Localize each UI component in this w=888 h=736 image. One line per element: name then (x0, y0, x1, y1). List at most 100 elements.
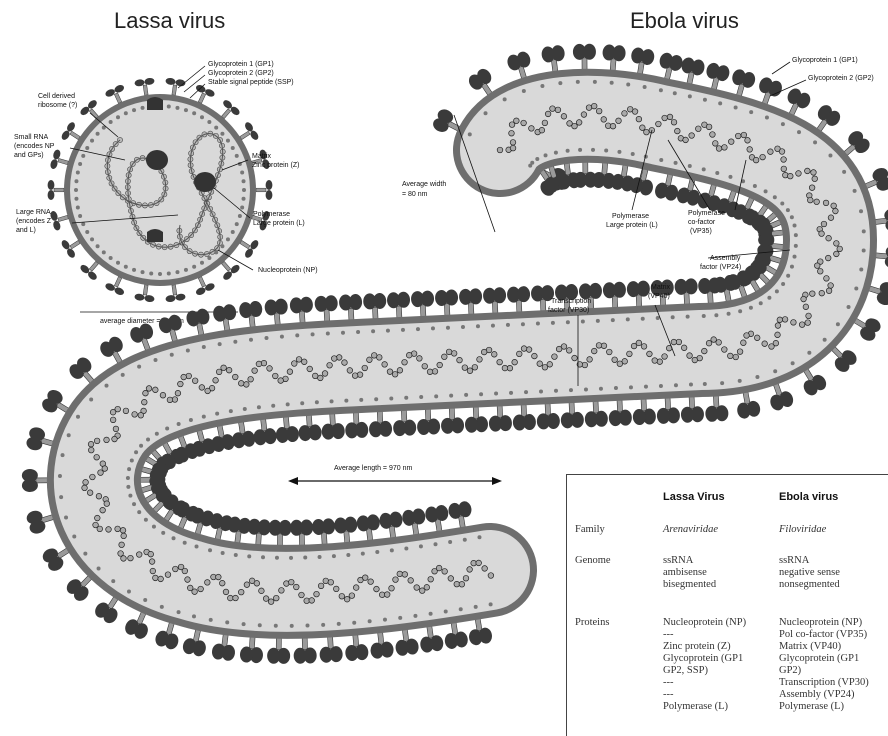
lassa-glycoprotein-spike (48, 180, 64, 200)
ebola-np-bead (362, 575, 368, 581)
ebola-np-bead (314, 591, 320, 597)
ebola-length-label: Average length = 970 nm (334, 465, 412, 472)
ebola-np-bead (675, 128, 681, 134)
ebola-matrix-dot (444, 610, 448, 614)
ebola-np-bead (610, 123, 616, 129)
ebola-glycoprotein-spike (290, 519, 314, 546)
ebola-np-bead (711, 337, 717, 343)
ebola-np-bead (591, 103, 597, 109)
ebola-matrix-dot (786, 208, 790, 212)
ebola-glycoprotein-spike (584, 400, 608, 427)
ebola-matrix-dot (793, 223, 797, 227)
ebola-np-bead (327, 362, 333, 368)
table-cell-lassa-genome: ssRNA ambisense bisegmented (663, 555, 716, 591)
matrix-dot (96, 132, 100, 136)
ebola-np-bead (809, 185, 815, 191)
ebola-matrix-dot (265, 336, 269, 340)
ebola-np-bead (760, 154, 766, 160)
matrix-dot (175, 106, 179, 110)
ebola-matrix-dot (330, 399, 334, 403)
ebola-matrix-dot (674, 161, 678, 165)
matrix-dot (78, 162, 82, 166)
ebola-np-bead (148, 551, 154, 557)
ebola-matrix-dot (738, 379, 742, 383)
ebola-np-bead (744, 333, 750, 339)
ebola-np-bead (384, 592, 390, 598)
table-header-lassa: Lassa Virus (663, 491, 725, 503)
ebola-np-bead (716, 340, 722, 346)
ebola-matrix-dot (356, 330, 360, 334)
ebola-matrix-dot (290, 624, 294, 628)
ebola-matrix-dot (566, 320, 570, 324)
ebola-np-bead (342, 360, 348, 366)
matrix-dot (78, 214, 82, 218)
ebola-np-bead (735, 133, 741, 139)
ebola-np-bead (662, 354, 668, 360)
ebola-np-bead (801, 296, 807, 302)
ebola-np-bead (424, 585, 430, 591)
ebola-np-bead (104, 437, 110, 443)
ebola-np-bead (775, 323, 781, 329)
ebola-glycoprotein-spike (289, 296, 314, 324)
ebola-matrix-dot (727, 312, 731, 316)
ebola-matrix-dot (477, 535, 481, 539)
ebola-np-bead (238, 589, 244, 595)
ebola-np-bead (587, 357, 593, 363)
ebola-matrix-dot (781, 282, 785, 286)
ebola-np-bead (552, 354, 558, 360)
ebola-np-bead (106, 527, 112, 533)
ebola-glycoprotein-spike (608, 399, 632, 426)
ebola-matrix-dot (738, 309, 742, 313)
ebola-matrix-dot (132, 502, 136, 506)
ebola-np-bead (806, 313, 812, 319)
lassa-ribosome-1 (146, 150, 168, 170)
ebola-np-bead (216, 369, 222, 375)
ebola-np-bead (273, 595, 279, 601)
ebola-transcription-label-2: factor (VP30) (548, 307, 589, 314)
ebola-assembly-label-2: factor (VP24) (700, 264, 741, 271)
ebola-matrix-dot (215, 412, 219, 416)
ebola-matrix-dot (753, 184, 757, 188)
ebola-length-arrow (288, 477, 502, 485)
ebola-np-bead (462, 365, 468, 371)
ebola-matrix-dot (611, 318, 615, 322)
ebola-np-bead (825, 255, 831, 261)
table-cell-ebola-family: Filoviridae (779, 524, 826, 536)
ebola-matrix-dot (172, 536, 176, 540)
ebola-np-bead (545, 111, 551, 117)
ebola-glycoprotein-spike (560, 402, 584, 429)
ebola-glycoprotein-spike (356, 514, 382, 542)
ebola-matrix-dot (463, 538, 467, 542)
table-cell-ebola-proteins: Nucleoprotein (NP) Pol co-factor (VP35) … (779, 617, 869, 713)
ebola-np-bead (158, 576, 164, 582)
ebola-matrix-dot (773, 369, 777, 373)
ebola-matrix-dot (389, 396, 393, 400)
ebola-matrix-dot (202, 415, 206, 419)
ebola-matrix-dot (476, 324, 480, 328)
lassa-matrix-label-1: Matrix (252, 153, 272, 160)
table-header-ebola: Ebola virus (779, 491, 838, 503)
ebola-matrix-dot (242, 622, 246, 626)
ebola-np-bead (596, 108, 602, 114)
ebola-glycoprotein-spike (274, 416, 299, 444)
ebola-np-bead (529, 126, 535, 132)
ebola-glycoprotein-spike (238, 300, 264, 328)
ebola-matrix-dot (72, 535, 76, 539)
ebola-np-bead (368, 579, 374, 585)
ebola-np-bead (826, 235, 832, 241)
ebola-np-bead (722, 347, 728, 353)
ebola-matrix-dot (491, 324, 495, 328)
ebola-np-bead (328, 579, 334, 585)
ebola-np-bead (349, 593, 355, 599)
ebola-glycoprotein-spike (368, 411, 392, 438)
ebola-matrix-dot (862, 229, 866, 233)
ebola-np-bead (397, 368, 403, 374)
ebola-matrix-dot (790, 265, 794, 269)
ebola-np-bead (307, 366, 313, 372)
ebola-np-bead (414, 585, 420, 591)
ebola-glycoprotein-spike (319, 636, 344, 663)
ebola-np-bead (248, 376, 254, 382)
ebola-np-bead (667, 114, 673, 120)
ebola-matrix-dot (233, 340, 237, 344)
ebola-np-bead (476, 560, 482, 566)
